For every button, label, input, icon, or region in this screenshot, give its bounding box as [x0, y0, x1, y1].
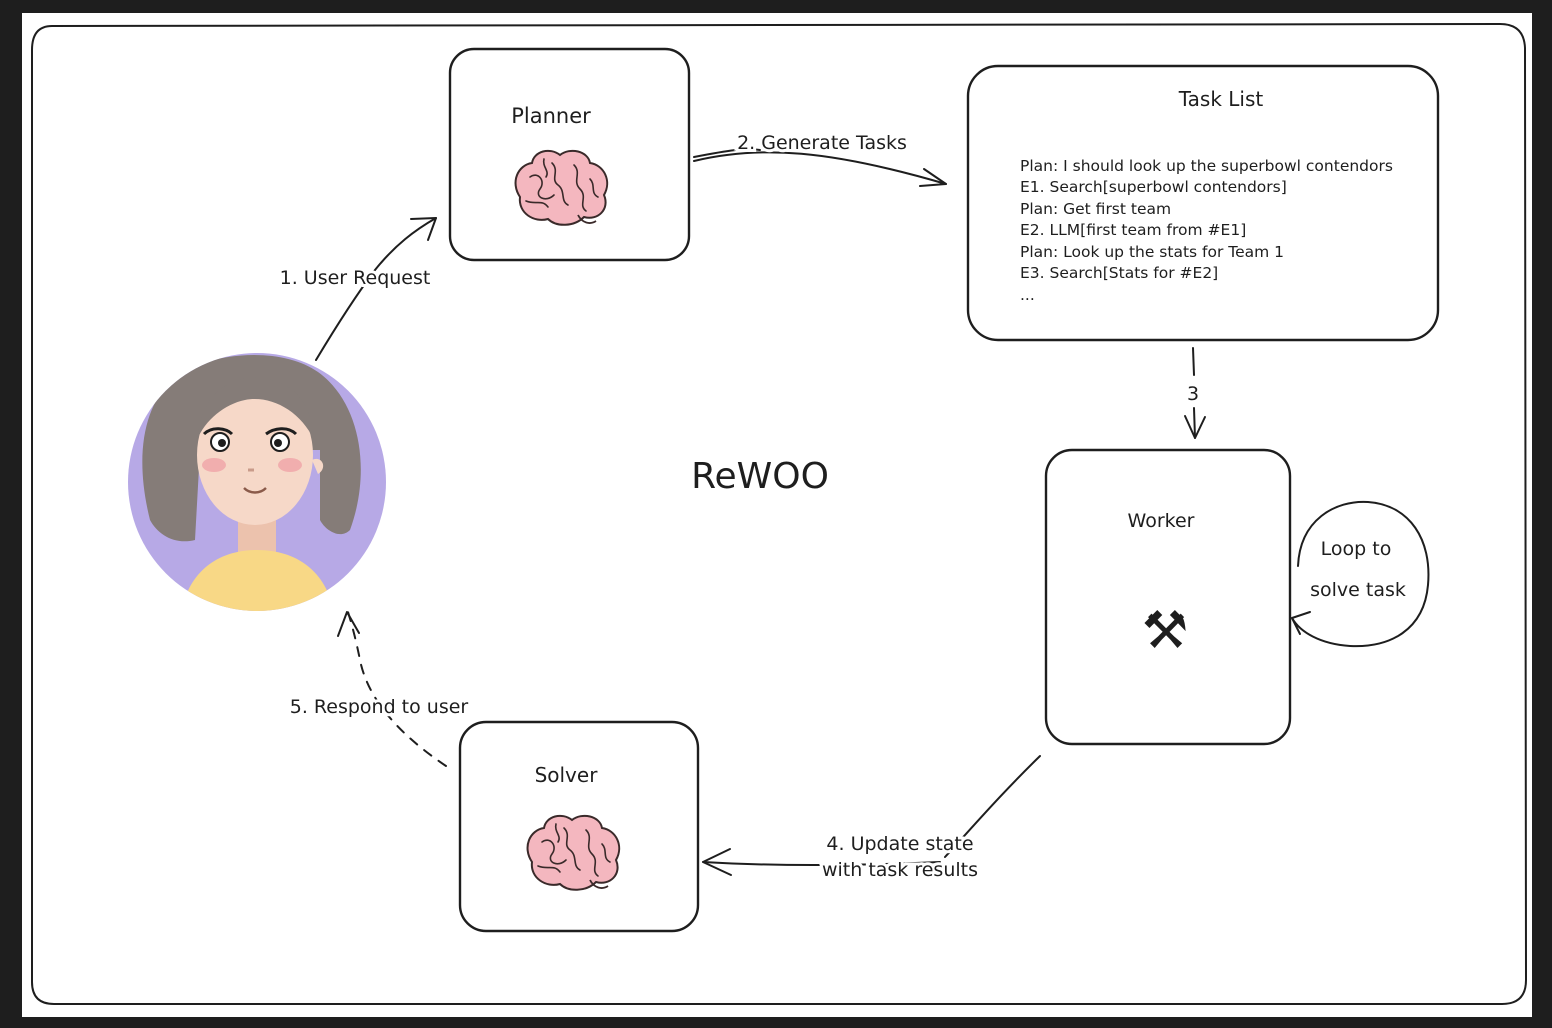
planner-label: Planner [511, 104, 591, 128]
edge-label: 2. Generate Tasks [737, 132, 907, 154]
edge-user-request: 1. User Request [277, 217, 437, 361]
edge-label: 4. Update state [826, 833, 973, 855]
loop-label: solve task [1310, 579, 1406, 601]
loop-label: Loop to [1321, 538, 1392, 560]
edge-label: 1. User Request [280, 267, 431, 289]
task-line: Plan: Look up the stats for Team 1 [1020, 243, 1284, 261]
diagram-title: ReWOO [691, 456, 829, 497]
user-avatar-icon [128, 353, 386, 611]
edge-respond: 5. Respond to user [287, 611, 471, 767]
worker-label: Worker [1128, 510, 1195, 532]
task-line: E3. Search[Stats for #E2] [1020, 264, 1218, 282]
edge-label: 5. Respond to user [290, 696, 469, 718]
task-line: ... [1020, 286, 1035, 304]
task-line: E2. LLM[first team from #E1] [1020, 221, 1246, 239]
canvas-border [31, 23, 1527, 1005]
edge-label: 3 [1187, 383, 1199, 405]
edge-step-3: 3 [1184, 347, 1206, 439]
edge-update-state: 4. Update state with task results [702, 755, 1041, 884]
task-line: Plan: Get first team [1020, 200, 1171, 218]
edge-loop: Loop to solve task [1291, 500, 1430, 648]
task-list-lines: Plan: I should look up the superbowl con… [1020, 157, 1393, 304]
edge-label: with task results [822, 859, 978, 881]
task-line: E1. Search[superbowl contendors] [1020, 178, 1287, 196]
task-list-node: Task List Plan: I should look up the sup… [966, 64, 1440, 342]
hammer-and-wrench-icon: ⚒ [1142, 601, 1189, 661]
edge-generate-tasks: 2. Generate Tasks [693, 129, 947, 187]
task-line: Plan: I should look up the superbowl con… [1020, 157, 1393, 175]
task-list-title: Task List [1178, 87, 1264, 111]
solver-label: Solver [535, 763, 599, 787]
planner-node: Planner [448, 47, 691, 262]
worker-node: Worker ⚒ [1044, 448, 1292, 746]
solver-node: Solver [458, 720, 700, 933]
